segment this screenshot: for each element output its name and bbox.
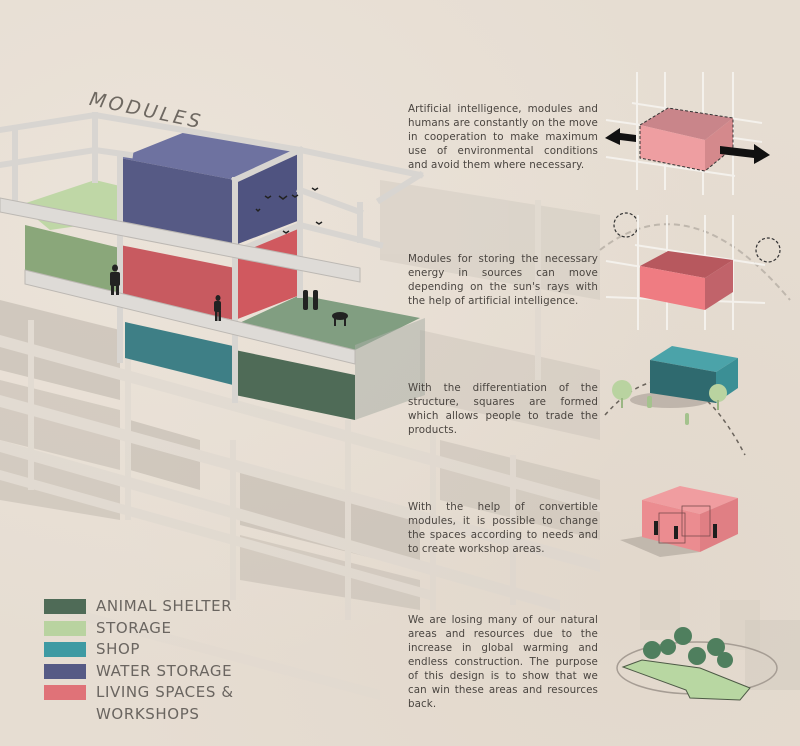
legend-swatch xyxy=(44,642,86,657)
shop-module-front xyxy=(125,322,233,385)
legend-item-living-spaces: LIVING SPACES & xyxy=(44,683,234,705)
animal-shelter-front xyxy=(235,350,355,420)
glass-box-side xyxy=(355,318,425,420)
module-in-grid-sun-path-icon xyxy=(599,212,791,330)
legend-label: WORKSHOPS xyxy=(96,704,200,723)
shop-module-with-trees-icon xyxy=(604,346,746,456)
legend-item-water-storage: WATER STORAGE xyxy=(44,662,234,684)
legend-label: LIVING SPACES & xyxy=(96,683,234,701)
people-silhouettes xyxy=(110,264,348,326)
legend-label: WATER STORAGE xyxy=(96,661,233,680)
legend-item-storage: STORAGE xyxy=(44,619,234,641)
faded-structure xyxy=(0,180,600,700)
legend-label: STORAGE xyxy=(96,618,172,637)
module-with-arrows-icon xyxy=(605,72,770,195)
legend-label: SHOP xyxy=(96,640,141,658)
legend-label: ANIMAL SHELTER xyxy=(96,597,233,615)
water-storage-module-front xyxy=(120,158,235,245)
legend-item-animal-shelter: ANIMAL SHELTER xyxy=(44,597,234,619)
legend-item-living-spaces-cont: WORKSHOPS xyxy=(44,705,234,727)
park-with-trees-icon xyxy=(616,590,800,701)
birds xyxy=(255,187,323,234)
animal-shelter-top xyxy=(235,295,420,350)
workshop-module-with-people-icon xyxy=(620,486,738,557)
legend-swatch xyxy=(44,663,86,679)
description-squares: With the differentiation of the structur… xyxy=(408,382,598,436)
description-movement: Artificial intelligence, modules and hum… xyxy=(408,103,598,171)
legend-swatch-empty xyxy=(44,707,86,722)
legend: ANIMAL SHELTER STORAGE SHOP WATER STORAG… xyxy=(44,597,234,726)
legend-item-shop: SHOP xyxy=(44,640,234,662)
storage-module-front xyxy=(25,225,120,300)
legend-swatch xyxy=(44,685,86,700)
upper-walkway xyxy=(0,197,361,283)
description-convertible: With the help of convertible modules, it… xyxy=(408,501,598,555)
lower-walkway xyxy=(24,269,356,365)
legend-swatch xyxy=(44,599,86,614)
legend-swatch xyxy=(44,620,86,636)
description-energy: Modules for storing the necessary energy… xyxy=(408,253,598,307)
description-nature: We are losing many of our natural areas … xyxy=(408,614,598,710)
